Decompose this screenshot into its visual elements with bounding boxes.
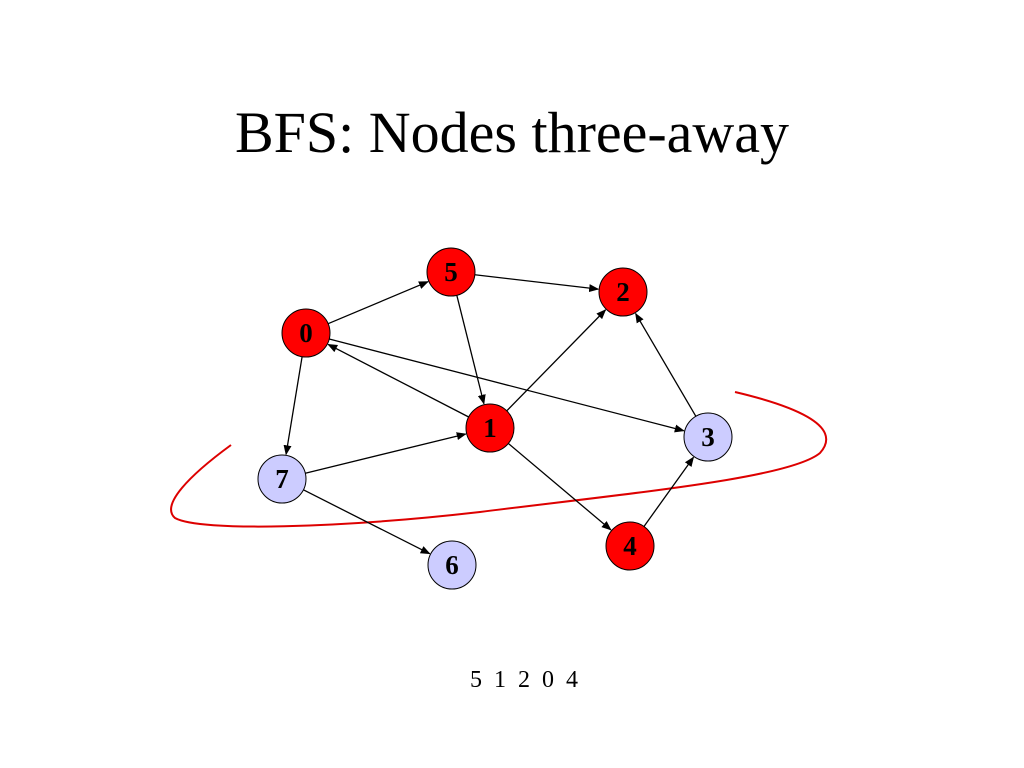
node-circle bbox=[257, 454, 307, 504]
edge-1-to-0 bbox=[327, 343, 469, 418]
node-label: 1 bbox=[483, 413, 497, 443]
edge-7-to-1 bbox=[305, 432, 467, 474]
bfs-queue: 5 1 2 0 4 bbox=[0, 640, 1024, 721]
node-4: 4 bbox=[605, 521, 655, 571]
node-1: 1 bbox=[465, 403, 515, 453]
node-label: 4 bbox=[623, 531, 637, 561]
node-7: 7 bbox=[257, 454, 307, 504]
node-6: 6 bbox=[427, 540, 477, 590]
edge-0-to-7 bbox=[283, 356, 303, 456]
edge-3-to-2 bbox=[635, 312, 697, 417]
edge-5-to-1 bbox=[456, 295, 486, 405]
queue-item: 4 bbox=[566, 667, 578, 693]
node-2: 2 bbox=[598, 267, 648, 317]
queue-item: 5 bbox=[470, 667, 482, 693]
edge-5-to-2 bbox=[474, 274, 600, 293]
node-label: 5 bbox=[444, 257, 458, 287]
node-circle bbox=[465, 403, 515, 453]
edge-7-to-6 bbox=[303, 489, 431, 555]
node-3: 3 bbox=[683, 412, 733, 462]
node-circle bbox=[683, 412, 733, 462]
node-5: 5 bbox=[426, 247, 476, 297]
node-circle bbox=[605, 521, 655, 571]
edge-1-to-4 bbox=[507, 442, 612, 531]
node-label: 2 bbox=[616, 277, 630, 307]
edge-4-to-3 bbox=[643, 456, 695, 527]
node-label: 6 bbox=[445, 550, 459, 580]
slide-title: BFS: Nodes three-away bbox=[234, 100, 790, 165]
node-label: 0 bbox=[299, 318, 313, 348]
node-circle bbox=[427, 540, 477, 590]
node-0: 0 bbox=[281, 308, 331, 358]
queue-item: 1 bbox=[494, 667, 506, 693]
node-circle bbox=[281, 308, 331, 358]
node-circle bbox=[426, 247, 476, 297]
edge-0-to-3 bbox=[329, 338, 685, 433]
node-circle bbox=[598, 267, 648, 317]
node-label: 3 bbox=[701, 422, 715, 452]
edge-0-to-5 bbox=[327, 281, 429, 325]
edge-1-to-2 bbox=[506, 309, 607, 412]
queue-item: 0 bbox=[542, 667, 554, 693]
frontier-curve bbox=[170, 391, 828, 528]
node-label: 7 bbox=[275, 464, 289, 494]
queue-item: 2 bbox=[518, 667, 530, 693]
